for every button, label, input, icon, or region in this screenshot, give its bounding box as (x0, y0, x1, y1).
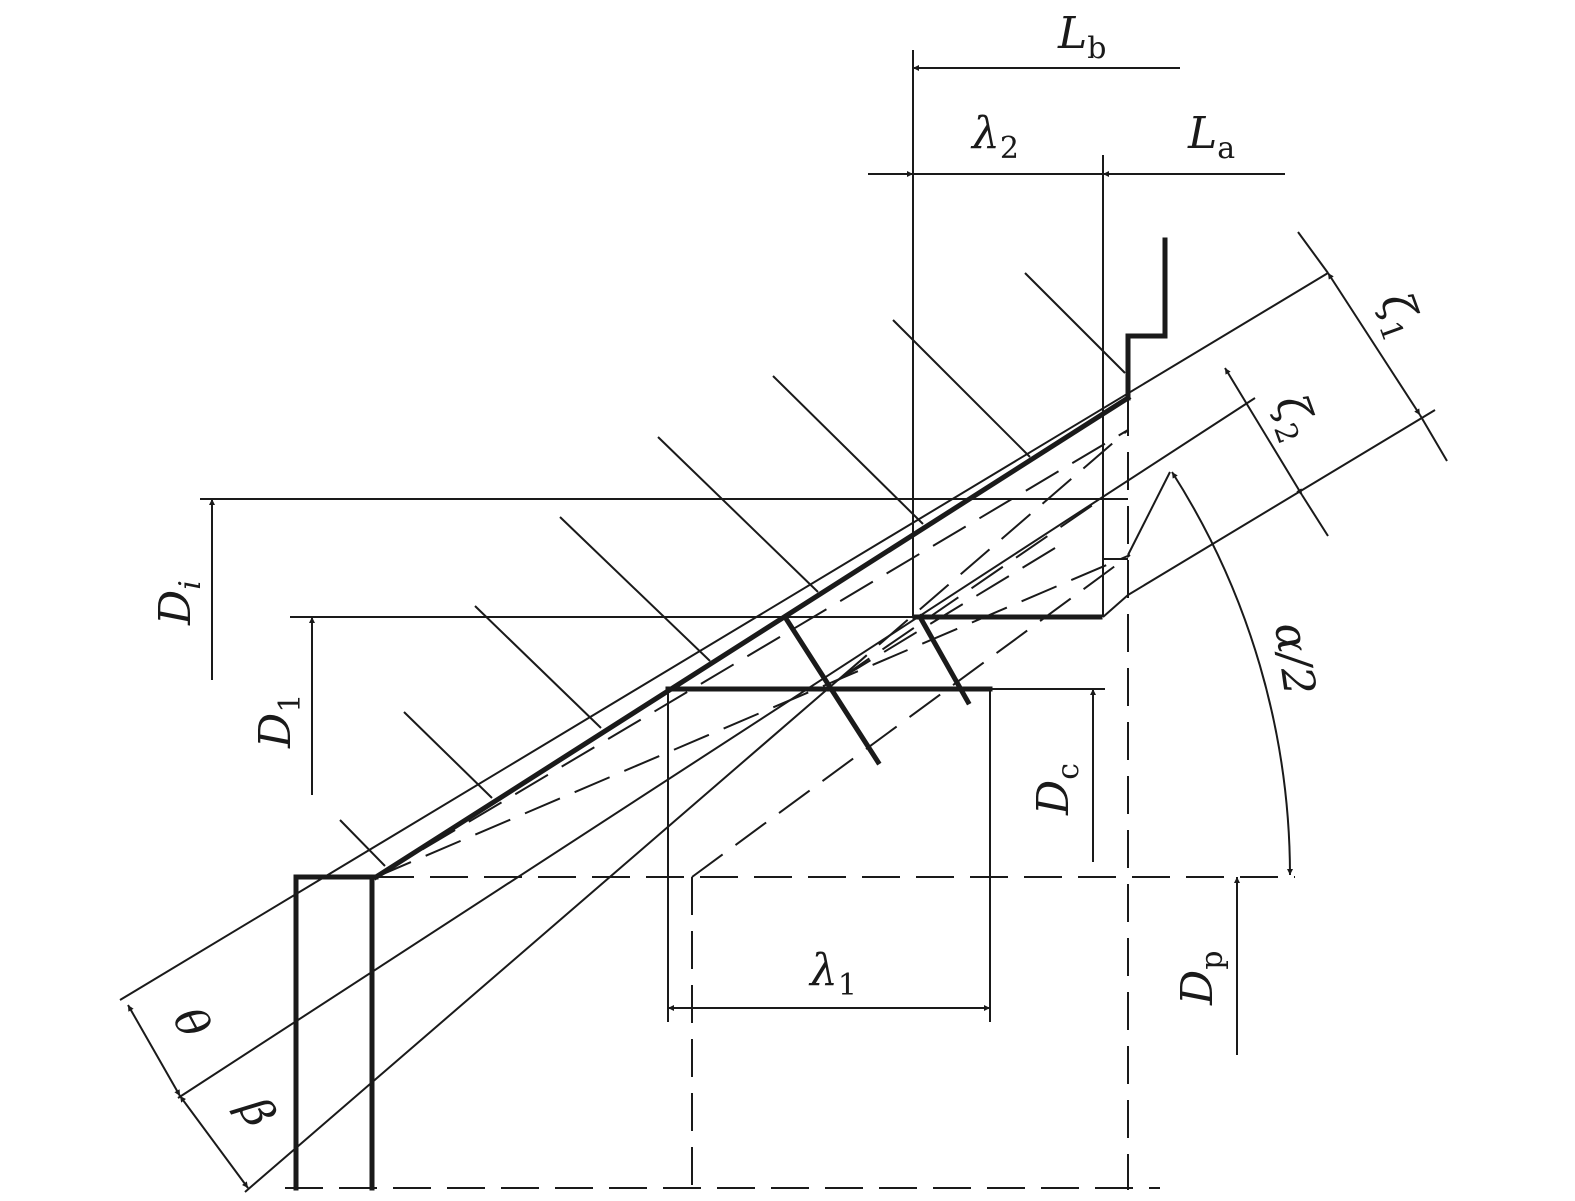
label-Dp: Dp (1172, 951, 1230, 1007)
outline-thick (293, 237, 1168, 1191)
thin-lines (119, 50, 1448, 1193)
labels: Lb La λ2 λ1 Di D1 Dc Dp ζ1 ζ2 α/2 θ β (150, 8, 1432, 1136)
zeta2-ext-bottom (1301, 494, 1329, 537)
dash-ray-1 (375, 429, 1129, 878)
lower-boundary-line (244, 679, 839, 1193)
dash-ray-2 (375, 554, 1131, 878)
cross-diagonal-right (916, 613, 972, 706)
dash-ray-4 (837, 429, 1129, 681)
label-zeta1: ζ1 (1363, 286, 1432, 346)
side-connector (1102, 594, 1129, 618)
lower-diag-b (1127, 471, 1171, 556)
label-theta: θ (162, 999, 219, 1046)
upper-boundary-line (119, 272, 1329, 1001)
theta-arrow (127, 1004, 181, 1097)
label-alpha: α/2 (1264, 619, 1325, 698)
label-D1: D1 (250, 694, 308, 749)
label-Lb: Lb (1057, 8, 1106, 66)
left-wall (293, 874, 379, 1191)
dashed-lines (285, 398, 1295, 1190)
zeta1-arrow (1327, 272, 1421, 416)
dash-ray-3 (691, 554, 1131, 878)
alpha-arc (1171, 471, 1293, 876)
zeta1-ext-top (1297, 231, 1329, 274)
label-lambda2: λ2 (970, 108, 1019, 166)
zeta1-ext-bottom (1419, 414, 1448, 462)
label-Di: Di (150, 580, 208, 626)
main-slope (372, 394, 1132, 881)
beta-arrow (179, 1095, 249, 1189)
cross-diagonal-left (781, 613, 882, 766)
label-beta: β (227, 1087, 285, 1135)
dash-ray-6 (837, 544, 1061, 681)
label-lambda1: λ1 (808, 945, 857, 1003)
label-La: La (1187, 108, 1235, 166)
dash-ray-5 (837, 499, 1101, 681)
label-Dc: Dc (1028, 763, 1086, 816)
hatch-lines (339, 272, 1126, 867)
middle-boundary-line (177, 397, 1256, 1099)
top-step (1125, 237, 1168, 401)
dimension-arrows (127, 65, 1421, 1189)
